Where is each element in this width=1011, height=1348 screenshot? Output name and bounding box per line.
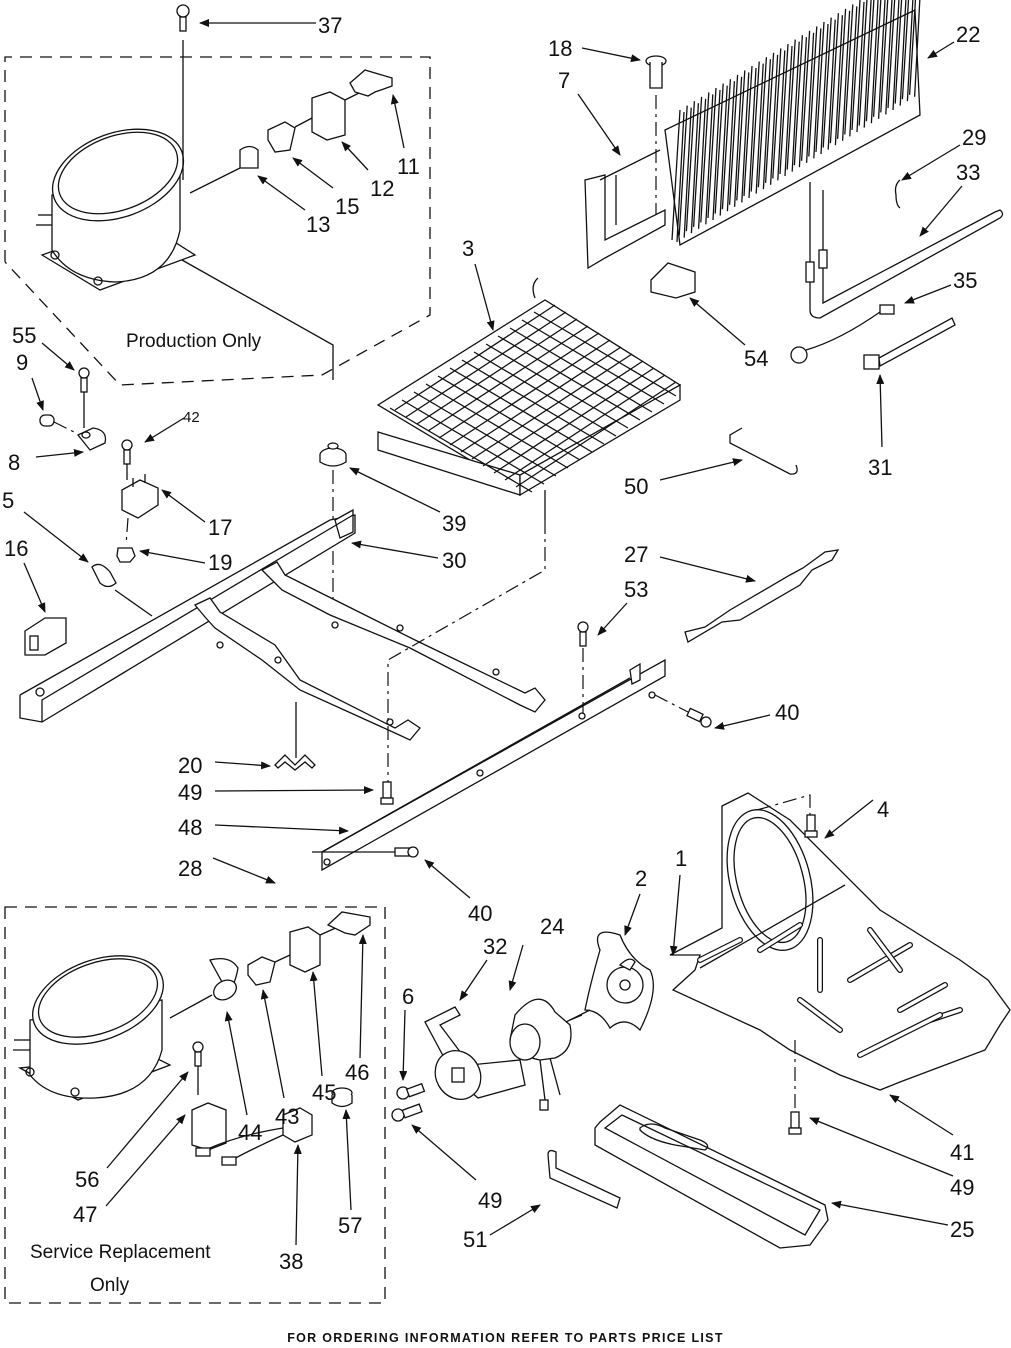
callout-49c[interactable]: 49 [950,1175,974,1200]
base-frame-30 [20,510,545,740]
defrost-thermostat-35 [791,305,894,363]
callout-8[interactable]: 8 [8,450,20,475]
callout-57[interactable]: 57 [338,1213,362,1238]
overload-15 [268,118,312,152]
callout-17[interactable]: 17 [208,515,232,540]
callout-44[interactable]: 44 [238,1120,262,1145]
service-replacement-label-line1: Service Replacement [30,1242,211,1263]
wire-clip-5 [92,564,152,616]
footer-note: FOR ORDERING INFORMATION REFER TO PARTS … [0,1331,1011,1345]
production-only-label: Production Only [126,331,262,352]
insulator-54 [651,263,695,298]
callout-41[interactable]: 41 [950,1140,974,1165]
callout-48[interactable]: 48 [178,815,202,840]
callout-49a[interactable]: 49 [178,780,202,805]
clip-46 [328,912,370,935]
drain-tube-51 [548,1151,620,1208]
fan-motor-24 [510,999,582,1110]
grommet-18 [646,56,666,215]
callout-40a[interactable]: 40 [775,700,799,725]
clip-20 [275,755,315,770]
callout-32[interactable]: 32 [483,934,507,959]
callout-54[interactable]: 54 [744,346,768,371]
clip-nut-19 [117,548,135,562]
callout-20[interactable]: 20 [178,753,202,778]
callout-13[interactable]: 13 [306,212,330,237]
callout-53[interactable]: 53 [624,577,648,602]
hanger-50 [730,428,797,474]
compressor-service [13,939,212,1100]
service-replacement-label-line2: Only [90,1275,130,1296]
screw-55 [79,368,89,428]
callout-27[interactable]: 27 [624,542,648,567]
callout-56[interactable]: 56 [75,1167,99,1192]
callout-55[interactable]: 55 [12,323,36,348]
callout-18[interactable]: 18 [548,36,572,61]
terminal-cover-13 [240,147,258,169]
callout-16[interactable]: 16 [4,536,28,561]
overload-43 [248,955,290,985]
callout-12[interactable]: 12 [370,176,394,201]
fan-blade-2 [585,932,653,1030]
callout-7[interactable]: 7 [558,68,570,93]
callout-29[interactable]: 29 [962,125,986,150]
callout-46[interactable]: 46 [345,1060,369,1085]
screw-49a [381,782,393,804]
callout-25[interactable]: 25 [950,1217,974,1242]
callout-45[interactable]: 45 [312,1080,336,1105]
screw-56 [193,1042,203,1095]
screw-6 [397,1084,424,1099]
screw-40a [655,695,711,727]
callout-42[interactable]: 42 [183,409,200,426]
callout-40b[interactable]: 40 [468,901,492,926]
callout-49b[interactable]: 49 [478,1188,502,1213]
connector-16 [25,618,66,655]
evaporator-22 [665,0,922,245]
service-replacement-group: Service Replacement Only [5,907,385,1303]
clip-29 [896,180,901,208]
callout-50[interactable]: 50 [624,474,648,499]
callout-2[interactable]: 2 [635,866,647,891]
relay-17 [122,474,158,545]
callout-33[interactable]: 33 [956,160,980,185]
cable-tie-31 [864,318,955,369]
callout-43[interactable]: 43 [275,1104,299,1129]
callout-11[interactable]: 11 [397,154,420,179]
callout-31[interactable]: 31 [868,455,892,480]
terminal-cover-44 [210,959,240,1004]
callout-51[interactable]: 51 [463,1227,487,1252]
screw-53 [578,622,588,714]
callout-15[interactable]: 15 [335,194,359,219]
shroud-41 [670,793,1010,1090]
callout-9[interactable]: 9 [16,350,28,375]
callout-30[interactable]: 30 [442,548,466,573]
compressor-production [36,112,240,290]
clamp-8 [78,428,106,450]
screw-49b [392,1104,422,1121]
callout-47[interactable]: 47 [73,1202,97,1227]
motor-bracket-32 [425,1007,525,1108]
condenser-bracket-7 [585,150,665,268]
callout-39[interactable]: 39 [442,511,466,536]
callout-38[interactable]: 38 [279,1249,303,1274]
callout-35[interactable]: 35 [953,268,977,293]
grommet-9 [40,415,78,434]
screw-42 [122,440,132,480]
relay-cover-12 [312,90,365,140]
callout-6[interactable]: 6 [402,984,414,1009]
callout-5[interactable]: 5 [2,488,14,513]
callout-19[interactable]: 19 [208,550,232,575]
callout-28[interactable]: 28 [178,856,202,881]
callout-3[interactable]: 3 [462,236,474,261]
relay-cover-45 [290,926,340,972]
callout-22[interactable]: 22 [956,22,980,47]
callout-1[interactable]: 1 [675,846,687,871]
callout-4[interactable]: 4 [877,797,889,822]
clip-11 [350,70,392,96]
callout-24[interactable]: 24 [540,914,564,939]
drier-27 [685,550,838,642]
callout-37[interactable]: 37 [318,13,342,38]
defrost-heater-33 [806,182,1003,318]
